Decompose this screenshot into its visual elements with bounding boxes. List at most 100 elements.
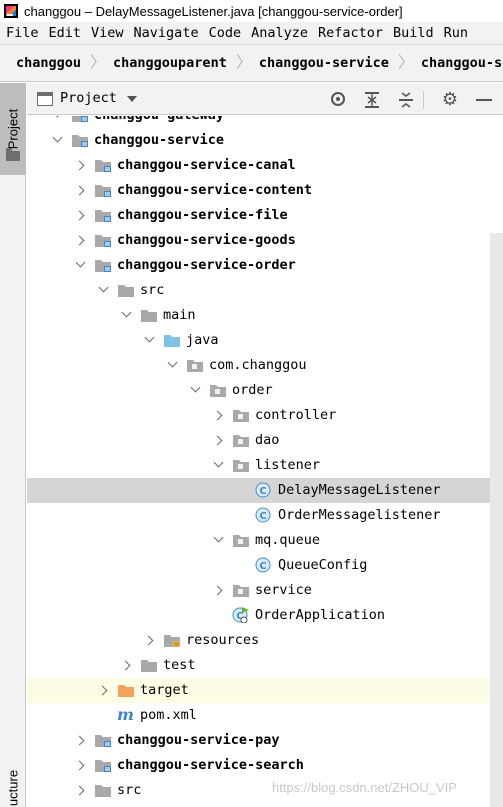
module-folder-icon [94, 157, 112, 173]
chevron-down-icon[interactable] [168, 359, 178, 371]
breadcrumb-item[interactable]: changgou-servic [405, 55, 503, 71]
tree-node[interactable]: dao [27, 428, 503, 453]
breadcrumb-item[interactable]: changgou-service [243, 53, 405, 73]
chevron-down-icon[interactable] [99, 284, 109, 296]
tree-node[interactable]: test [27, 653, 503, 678]
project-view-selector[interactable]: Project [60, 90, 117, 106]
menu-item-run[interactable]: Run [443, 25, 469, 41]
tree-node-label: main [163, 307, 196, 323]
tree-node-label: com.changgou [209, 357, 307, 373]
tree-node[interactable]: changgou-service-file [27, 203, 503, 228]
tree-node-label: changgou-service [94, 132, 225, 148]
tree-node[interactable]: changgou-service-pay [27, 728, 503, 753]
chevron-down-icon[interactable] [122, 309, 132, 321]
tree-node[interactable]: changgou-gateway [27, 116, 503, 128]
chevron-down-icon[interactable] [53, 116, 63, 121]
tree-node-label: order [232, 382, 273, 398]
folder-icon [6, 148, 20, 161]
menu-item-file[interactable]: File [6, 25, 39, 41]
svg-text:C: C [259, 561, 266, 572]
tree-node[interactable]: resources [27, 628, 503, 653]
tree-node[interactable]: mq.queue [27, 528, 503, 553]
java-class-icon: C [255, 482, 273, 498]
chevron-right-icon[interactable] [76, 159, 86, 171]
breadcrumb-item[interactable]: changgou [0, 53, 97, 73]
tree-node[interactable]: changgou-service-search [27, 753, 503, 778]
tree-node[interactable]: changgou-service [27, 128, 503, 153]
tree-node[interactable]: com.changgou [27, 353, 503, 378]
tree-node-label: changgou-service-canal [117, 157, 296, 173]
minimize-icon[interactable] [475, 91, 493, 109]
chevron-down-icon[interactable] [53, 134, 63, 146]
gear-icon[interactable]: ⚙ [441, 89, 459, 110]
chevron-down-icon[interactable] [127, 96, 137, 102]
tree-node[interactable]: changgou-service-content [27, 178, 503, 203]
java-class-icon: C [255, 507, 273, 523]
tree-node[interactable]: order [27, 378, 503, 403]
tree-node[interactable]: src [27, 778, 503, 803]
tree-node[interactable]: service [27, 578, 503, 603]
menu-item-view[interactable]: View [91, 25, 124, 41]
menu-item-code[interactable]: Code [208, 25, 242, 41]
tree-node[interactable]: changgou-service-canal [27, 153, 503, 178]
chevron-right-icon[interactable] [76, 184, 86, 196]
chevron-down-icon[interactable] [214, 534, 224, 546]
chevron-right-icon[interactable] [214, 434, 224, 446]
chevron-down-icon[interactable] [191, 384, 201, 396]
chevron-right-icon[interactable] [99, 684, 109, 696]
breadcrumb-label: changgou-service [258, 55, 389, 71]
tree-node-label: target [140, 682, 189, 698]
expand-all-icon[interactable] [363, 91, 381, 109]
tree-node[interactable]: controller [27, 403, 503, 428]
menu-item-navigate[interactable]: Navigate [133, 25, 199, 41]
tree-node[interactable]: main [27, 303, 503, 328]
tree-node-label: OrderApplication [255, 607, 386, 623]
chevron-right-icon[interactable] [76, 234, 86, 246]
module-folder-icon [94, 232, 112, 248]
chevron-right-icon[interactable] [145, 634, 155, 646]
package-icon [186, 357, 204, 373]
menu-item-build[interactable]: Build [393, 25, 434, 41]
menu-item-edit[interactable]: Edit [48, 25, 82, 41]
chevron-right-icon[interactable] [76, 784, 86, 796]
chevron-down-icon[interactable] [145, 334, 155, 346]
tree-node-label: changgou-service-content [117, 182, 313, 198]
tree-node[interactable]: java [27, 328, 503, 353]
locate-icon[interactable] [330, 91, 348, 109]
tree-node[interactable]: target [27, 678, 503, 703]
project-side-tab[interactable]: Project [0, 83, 26, 175]
tree-node[interactable]: changgou-service-goods [27, 228, 503, 253]
project-panel-header: Project ⚙ [27, 83, 503, 115]
vertical-scrollbar[interactable] [490, 233, 503, 807]
chevron-right-icon[interactable] [214, 584, 224, 596]
intellij-app-icon [4, 4, 18, 18]
chevron-right-icon[interactable] [76, 209, 86, 221]
tree-node-label: java [186, 332, 219, 348]
package-icon [232, 532, 250, 548]
tree-node[interactable]: src [27, 278, 503, 303]
chevron-right-icon[interactable] [122, 659, 132, 671]
chevron-down-icon[interactable] [214, 459, 224, 471]
chevron-down-icon[interactable] [76, 259, 86, 271]
collapse-all-icon[interactable] [397, 91, 415, 109]
package-icon [232, 432, 250, 448]
chevron-right-icon [395, 53, 405, 73]
menu-item-analyze[interactable]: Analyze [251, 25, 308, 41]
chevron-right-icon[interactable] [76, 759, 86, 771]
svg-text:m: m [117, 707, 134, 723]
tree-node[interactable]: changgou-service-order [27, 253, 503, 278]
tree-node[interactable]: listener [27, 453, 503, 478]
breadcrumb-item[interactable]: changgouparent [97, 53, 243, 73]
module-folder-icon [94, 732, 112, 748]
chevron-right-icon[interactable] [76, 734, 86, 746]
tree-node-label: resources [186, 632, 260, 648]
chevron-right-icon[interactable] [214, 409, 224, 421]
menu-item-refactor[interactable]: Refactor [318, 25, 384, 41]
structure-side-tab[interactable]: ucture [5, 769, 21, 807]
